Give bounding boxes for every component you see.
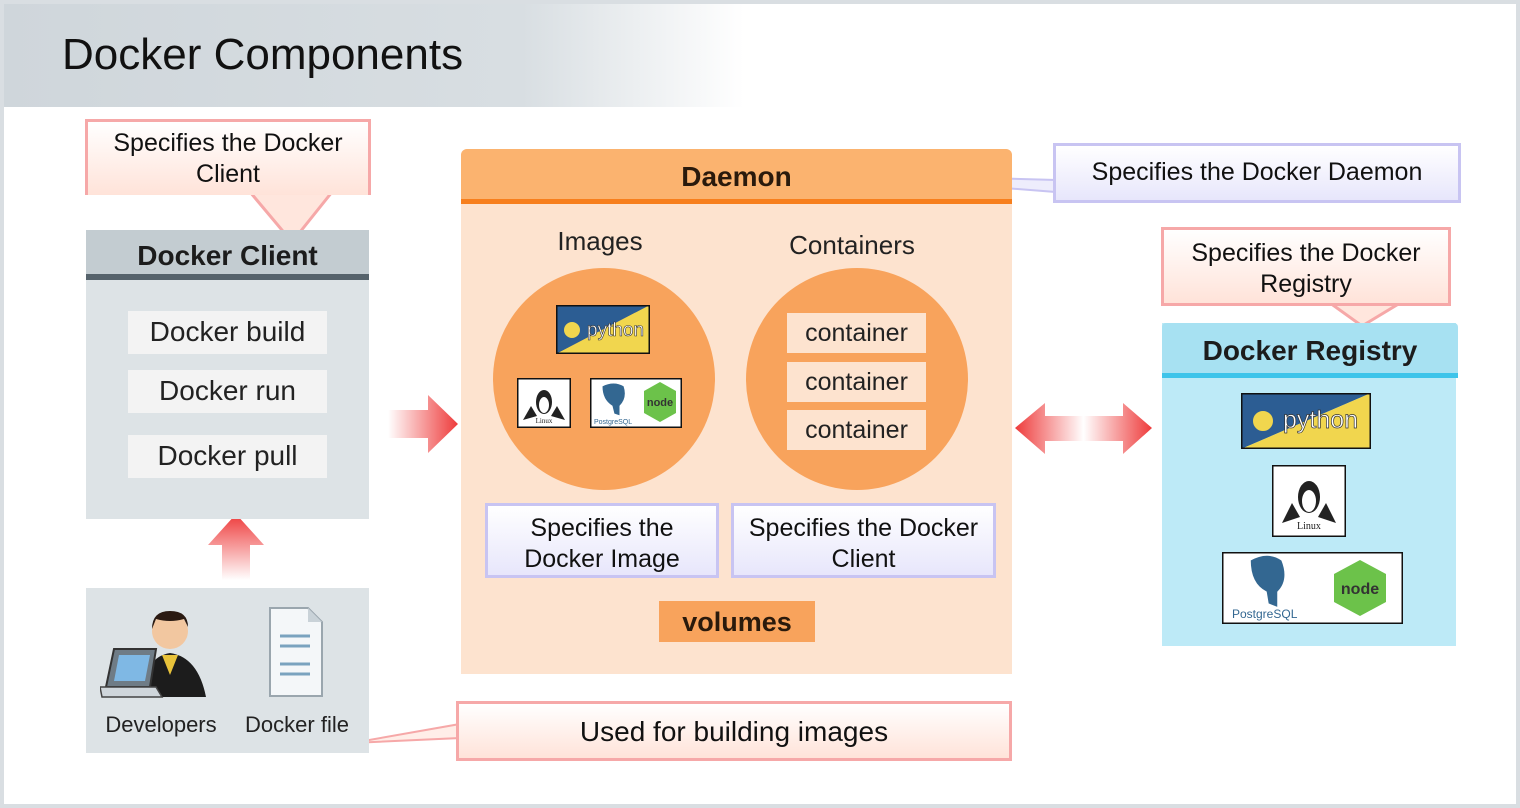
docker-client-header: Docker Client	[86, 230, 369, 280]
docker-run-command[interactable]: Docker run	[128, 370, 327, 413]
node-logo-text: node	[647, 397, 673, 409]
linux-logo-icon: Linux	[517, 378, 571, 428]
page-title: Docker Components	[62, 30, 464, 79]
developer-laptop-icon	[100, 611, 206, 698]
images-label: Images	[557, 226, 643, 256]
postgres-logo-text: PostgreSQL	[594, 419, 632, 426]
docker-registry-header: Docker Registry	[1162, 323, 1458, 378]
registry-node-logo-text: node	[1341, 581, 1379, 598]
registry-postgres-node-logo-icon: PostgreSQL node	[1222, 552, 1403, 624]
docker-build-command[interactable]: Docker build	[128, 311, 327, 354]
registry-postgres-logo-text: PostgreSQL	[1232, 607, 1298, 621]
containers-label: Containers	[789, 230, 915, 260]
registry-linux-logo-icon: Linux	[1272, 465, 1346, 537]
client-callout: Specifies the Docker Client	[85, 119, 371, 195]
client-to-daemon-arrow	[388, 395, 458, 453]
dockerfile-label: Docker file	[245, 712, 349, 737]
container-box-2[interactable]: container	[787, 362, 926, 402]
python-logo-text: python	[587, 320, 644, 341]
container-box-3[interactable]: container	[787, 410, 926, 450]
postgres-node-logo-icon: PostgreSQL node	[590, 378, 682, 428]
volumes-box[interactable]: volumes	[659, 601, 815, 642]
container-box-1[interactable]: container	[787, 313, 926, 353]
registry-callout: Specifies the Docker Registry	[1161, 227, 1451, 306]
daemon-header: Daemon	[461, 149, 1012, 204]
registry-python-logo-text: python	[1283, 406, 1358, 434]
linux-logo-text: Linux	[536, 417, 553, 425]
building-images-callout: Used for building images	[456, 701, 1012, 761]
dockerfile-document-icon	[269, 607, 323, 697]
daemon-registry-arrow	[1015, 403, 1152, 454]
registry-linux-logo-text: Linux	[1297, 521, 1321, 532]
developers-to-client-arrow	[208, 514, 264, 580]
title-bar	[4, 4, 744, 107]
container-callout: Specifies the Docker Client	[731, 503, 996, 578]
daemon-callout: Specifies the Docker Daemon	[1053, 143, 1461, 203]
developers-label: Developers	[105, 712, 217, 737]
python-logo-icon: python	[556, 305, 650, 354]
docker-pull-command[interactable]: Docker pull	[128, 435, 327, 478]
image-callout: Specifies the Docker Image	[485, 503, 719, 578]
registry-python-logo-icon: python	[1241, 393, 1371, 449]
